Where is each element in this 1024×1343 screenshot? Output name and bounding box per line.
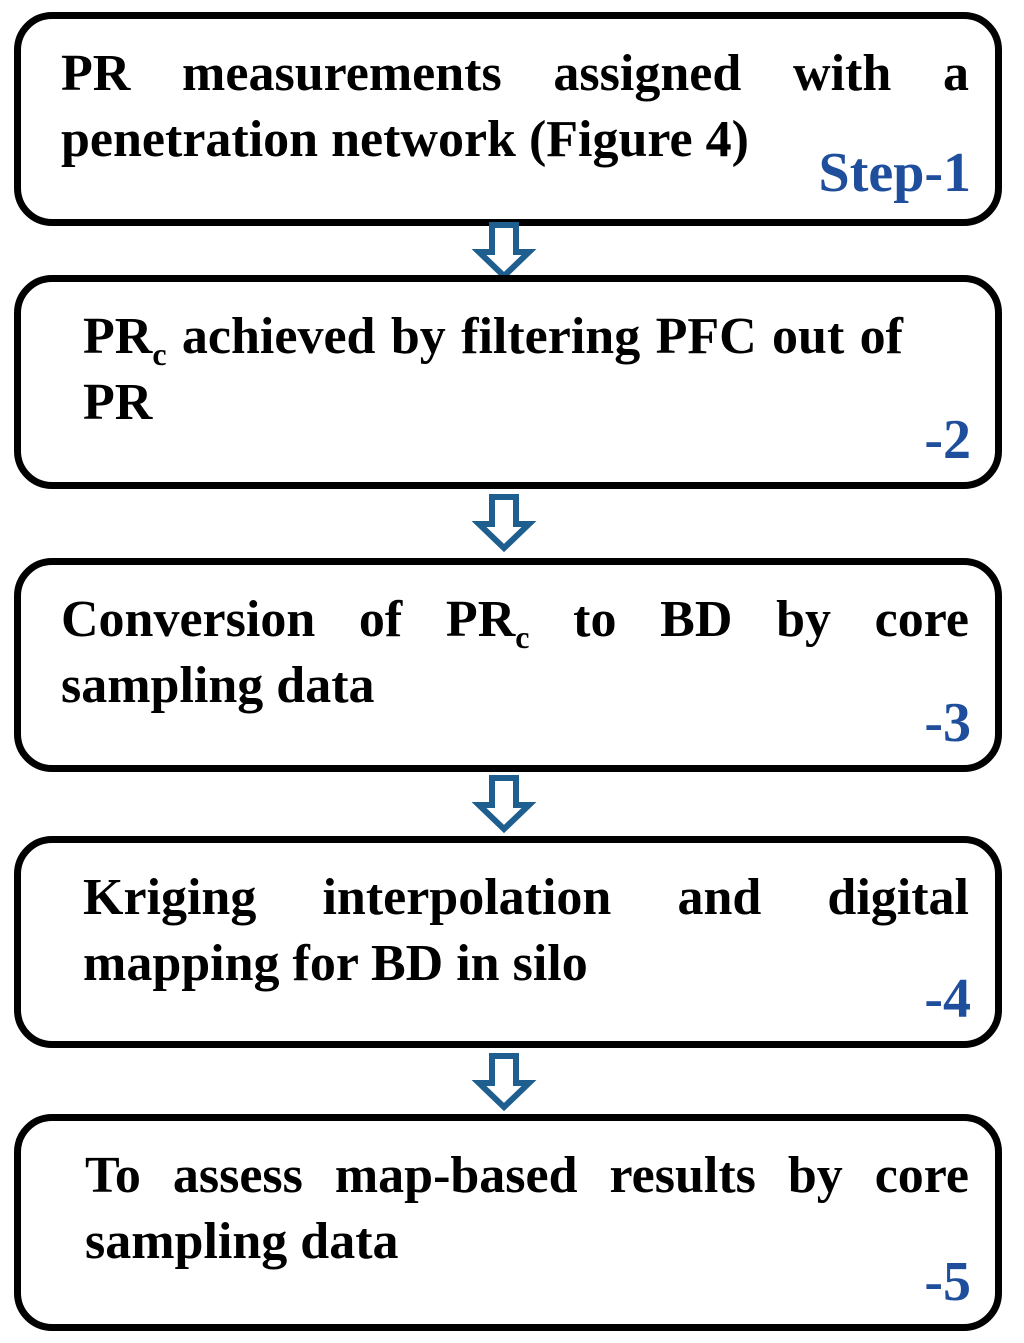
step-2-text: PRc achieved by filtering PFC out of PR (83, 304, 903, 436)
step-1-text: PR measurements assigned with a penetrat… (61, 45, 969, 168)
step-2-label: -2 (924, 409, 971, 471)
step-3-label: -3 (924, 692, 971, 754)
down-arrow-icon (471, 775, 537, 833)
step-4-box: Kriging interpolation and digital mappin… (14, 836, 1002, 1048)
step-2-text-main: PR (83, 308, 153, 365)
step-5-label: -5 (924, 1251, 971, 1313)
step-4-text: Kriging interpolation and digital mappin… (83, 869, 969, 992)
step-3-text-main: Conversion of PR (61, 591, 516, 648)
step-3-box: Conversion of PRc to BD by core sampling… (14, 558, 1002, 772)
step-3-text: Conversion of PRc to BD by core sampling… (61, 587, 969, 719)
step-3-subscript: c (515, 619, 530, 655)
step-5-text: To assess map-based results by core samp… (85, 1147, 969, 1270)
step-3-text-rest: to BD by core sampling data (61, 591, 969, 714)
step-2-box: PRc achieved by filtering PFC out of PR … (14, 275, 1002, 489)
step-2-text-rest: achieved by filtering PFC out of PR (83, 308, 903, 431)
down-arrow-icon (471, 494, 537, 552)
step-1-box: PR measurements assigned with a penetrat… (14, 12, 1002, 226)
step-2-subscript: c (152, 336, 167, 372)
down-arrow-icon (471, 222, 537, 280)
step-4-label: -4 (924, 968, 971, 1030)
step-5-box: To assess map-based results by core samp… (14, 1114, 1002, 1331)
step-1-label: Step-1 (818, 142, 971, 204)
down-arrow-icon (471, 1053, 537, 1111)
